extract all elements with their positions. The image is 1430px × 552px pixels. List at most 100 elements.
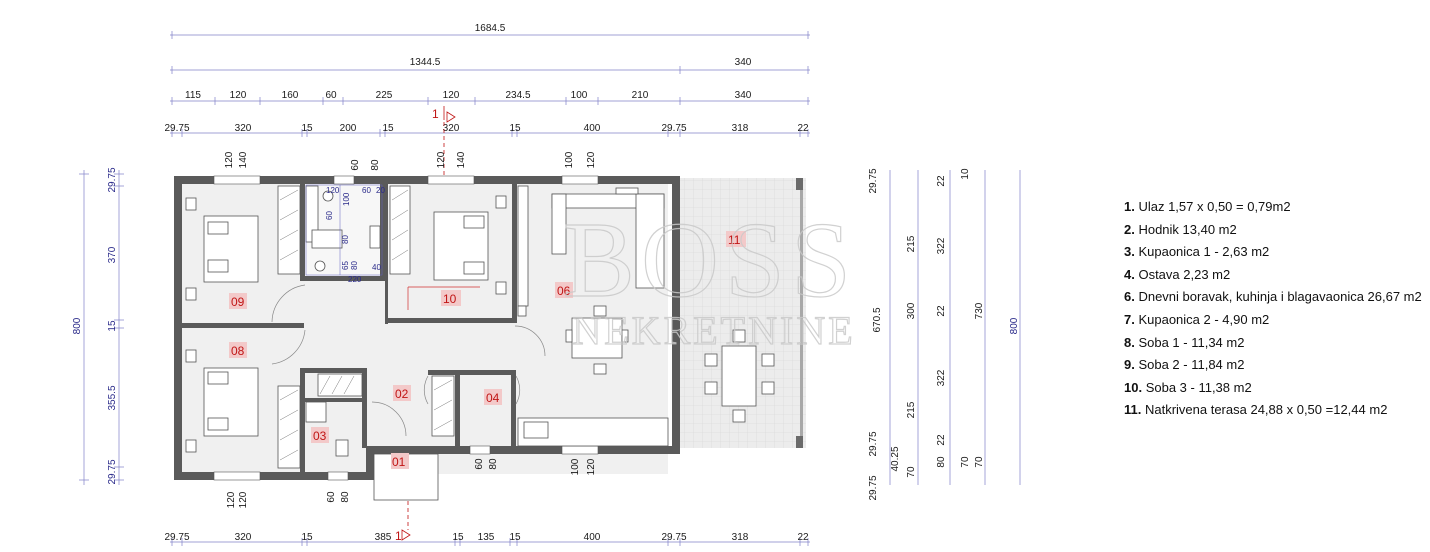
dim-label: 22 xyxy=(797,123,809,134)
dim-label: 70 xyxy=(960,456,971,468)
legend-item: 6. Dnevni boravak, kuhinja i blagavaonic… xyxy=(1124,289,1422,305)
terrace-post xyxy=(796,178,803,190)
dim-label: 70 xyxy=(974,456,985,468)
dim-label: 22 xyxy=(797,532,809,543)
dim-top-total: 1684.5 xyxy=(475,23,506,34)
area-legend: 1. Ulaz 1,57 x 0,50 = 0,79m2 2. Hodnik 1… xyxy=(1124,196,1424,422)
dim-label: 29.75 xyxy=(661,123,686,134)
room-label-08: 08 xyxy=(231,344,245,358)
legend-item: 8. Soba 1 - 11,34 m2 xyxy=(1124,334,1245,350)
room-label-04: 04 xyxy=(486,391,500,405)
dim-label: 29.75 xyxy=(164,123,189,134)
dim-top-house: 1344.5 xyxy=(410,57,441,68)
dim-label: 60 xyxy=(362,186,371,195)
dim-label: 320 xyxy=(235,532,252,543)
dim-label: 400 xyxy=(584,123,601,134)
legend-item: 1. Ulaz 1,57 x 0,50 = 0,79m2 xyxy=(1124,199,1291,214)
dim-label: 40.25 xyxy=(890,446,901,471)
room-label-10: 10 xyxy=(443,292,457,306)
dim-label: 200 xyxy=(340,123,357,134)
dim-label: 225 xyxy=(376,90,393,101)
dim-label: 120 xyxy=(226,491,237,508)
dim-label: 120 xyxy=(224,151,235,168)
dim-right-col-b: 22 10 322 22 322 22 80 70 xyxy=(936,168,971,468)
dim-label: 100 xyxy=(342,192,351,206)
section-mark-top: 1 xyxy=(432,106,456,182)
dim-label: 65 xyxy=(341,261,350,270)
dim-left-total: 800 xyxy=(72,317,83,334)
windows xyxy=(213,175,599,481)
dim-label: 29.75 xyxy=(661,532,686,543)
bath-dim-labels: 120 60 20 100 60 80 65 80 40 220 xyxy=(325,186,385,284)
dim-label: 120 xyxy=(586,151,597,168)
dim-left-inner: 29.75 370 15 355.5 29.75 xyxy=(107,167,118,484)
legend-item: 7. Kupaonica 2 - 4,90 m2 xyxy=(1124,311,1270,327)
watermark-line-1: BOSS xyxy=(563,201,857,320)
dim-label: 29.75 xyxy=(107,167,118,192)
dim-row-4: 29.75 320 15 200 15 320 15 400 29.75 318… xyxy=(164,123,809,134)
section-mark-label: 1 xyxy=(395,529,402,543)
dim-label: 29.75 xyxy=(868,431,879,456)
dim-label: 80 xyxy=(340,491,351,503)
dim-label: 120 xyxy=(238,491,249,508)
dim-label: 322 xyxy=(936,237,947,254)
dim-label: 60 xyxy=(474,458,485,470)
dim-label: 29.75 xyxy=(164,532,189,543)
room-labels: 01 02 03 04 06 08 09 10 11 xyxy=(229,231,746,469)
dim-label: 215 xyxy=(906,235,917,252)
room-label-06: 06 xyxy=(557,284,571,298)
dim-label: 320 xyxy=(235,123,252,134)
dim-label: 318 xyxy=(732,532,749,543)
legend-item: 9. Soba 2 - 11,84 m2 xyxy=(1124,357,1245,373)
dim-label: 29.75 xyxy=(868,168,879,193)
watermark-line-2: NEKRETNINE xyxy=(572,308,855,353)
dim-label: 22 xyxy=(936,175,947,187)
dim-label: 370 xyxy=(107,246,118,263)
dim-label: 220 xyxy=(348,275,362,284)
dim-label: 120 xyxy=(443,90,460,101)
dim-label: 100 xyxy=(564,151,575,168)
dim-label: 100 xyxy=(570,458,581,475)
bottom-dimensions xyxy=(170,538,810,546)
dim-label: 80 xyxy=(370,159,381,171)
dim-label: 135 xyxy=(478,532,495,543)
dim-label: 320 xyxy=(443,123,460,134)
dim-label: 100 xyxy=(571,90,588,101)
wardrobe-hatch xyxy=(279,189,453,461)
dim-label: 80 xyxy=(341,235,350,244)
bath-dimensions xyxy=(305,184,383,276)
dim-label: 322 xyxy=(936,369,947,386)
dim-label: 300 xyxy=(906,302,917,319)
room-label-11: 11 xyxy=(728,233,741,247)
legend-item: 3. Kupaonica 1 - 2,63 m2 xyxy=(1124,244,1270,260)
dim-label: 80 xyxy=(936,456,947,468)
room-label-02: 02 xyxy=(395,387,409,401)
section-guides xyxy=(407,286,480,310)
watermark: BOSS NEKRETNINE xyxy=(562,200,857,353)
dim-row-bottom: 29.75 320 15 385 15 135 15 400 29.75 318… xyxy=(164,532,809,543)
door-swings xyxy=(271,284,546,437)
dim-label: 15 xyxy=(301,532,313,543)
dim-label: 340 xyxy=(735,90,752,101)
dim-label: 22 xyxy=(936,434,947,446)
dim-label: 730 xyxy=(974,302,985,319)
dim-label: 60 xyxy=(326,491,337,503)
dim-label: 15 xyxy=(382,123,394,134)
dim-label: 60 xyxy=(325,90,337,101)
dim-label: 29.75 xyxy=(107,459,118,484)
dim-label: 120 xyxy=(230,90,247,101)
dim-label: 355.5 xyxy=(107,385,118,410)
dim-label: 15 xyxy=(107,320,118,332)
room-label-03: 03 xyxy=(313,429,327,443)
dim-label: 70 xyxy=(906,466,917,478)
dim-label: 120 xyxy=(436,151,447,168)
dim-right-col-a: 29.75 215 300 215 29.75 40.25 70 29.75 xyxy=(868,168,917,500)
legend-item: 4. Ostava 2,23 m2 xyxy=(1124,266,1231,282)
dim-label: 160 xyxy=(282,90,299,101)
furniture xyxy=(185,185,669,501)
dim-label: 22 xyxy=(936,305,947,317)
dim-label: 60 xyxy=(325,211,334,220)
dim-label: 40 xyxy=(372,263,381,272)
legend-item: 11. Natkrivena terasa 24,88 x 0,50 =12,4… xyxy=(1124,402,1388,418)
